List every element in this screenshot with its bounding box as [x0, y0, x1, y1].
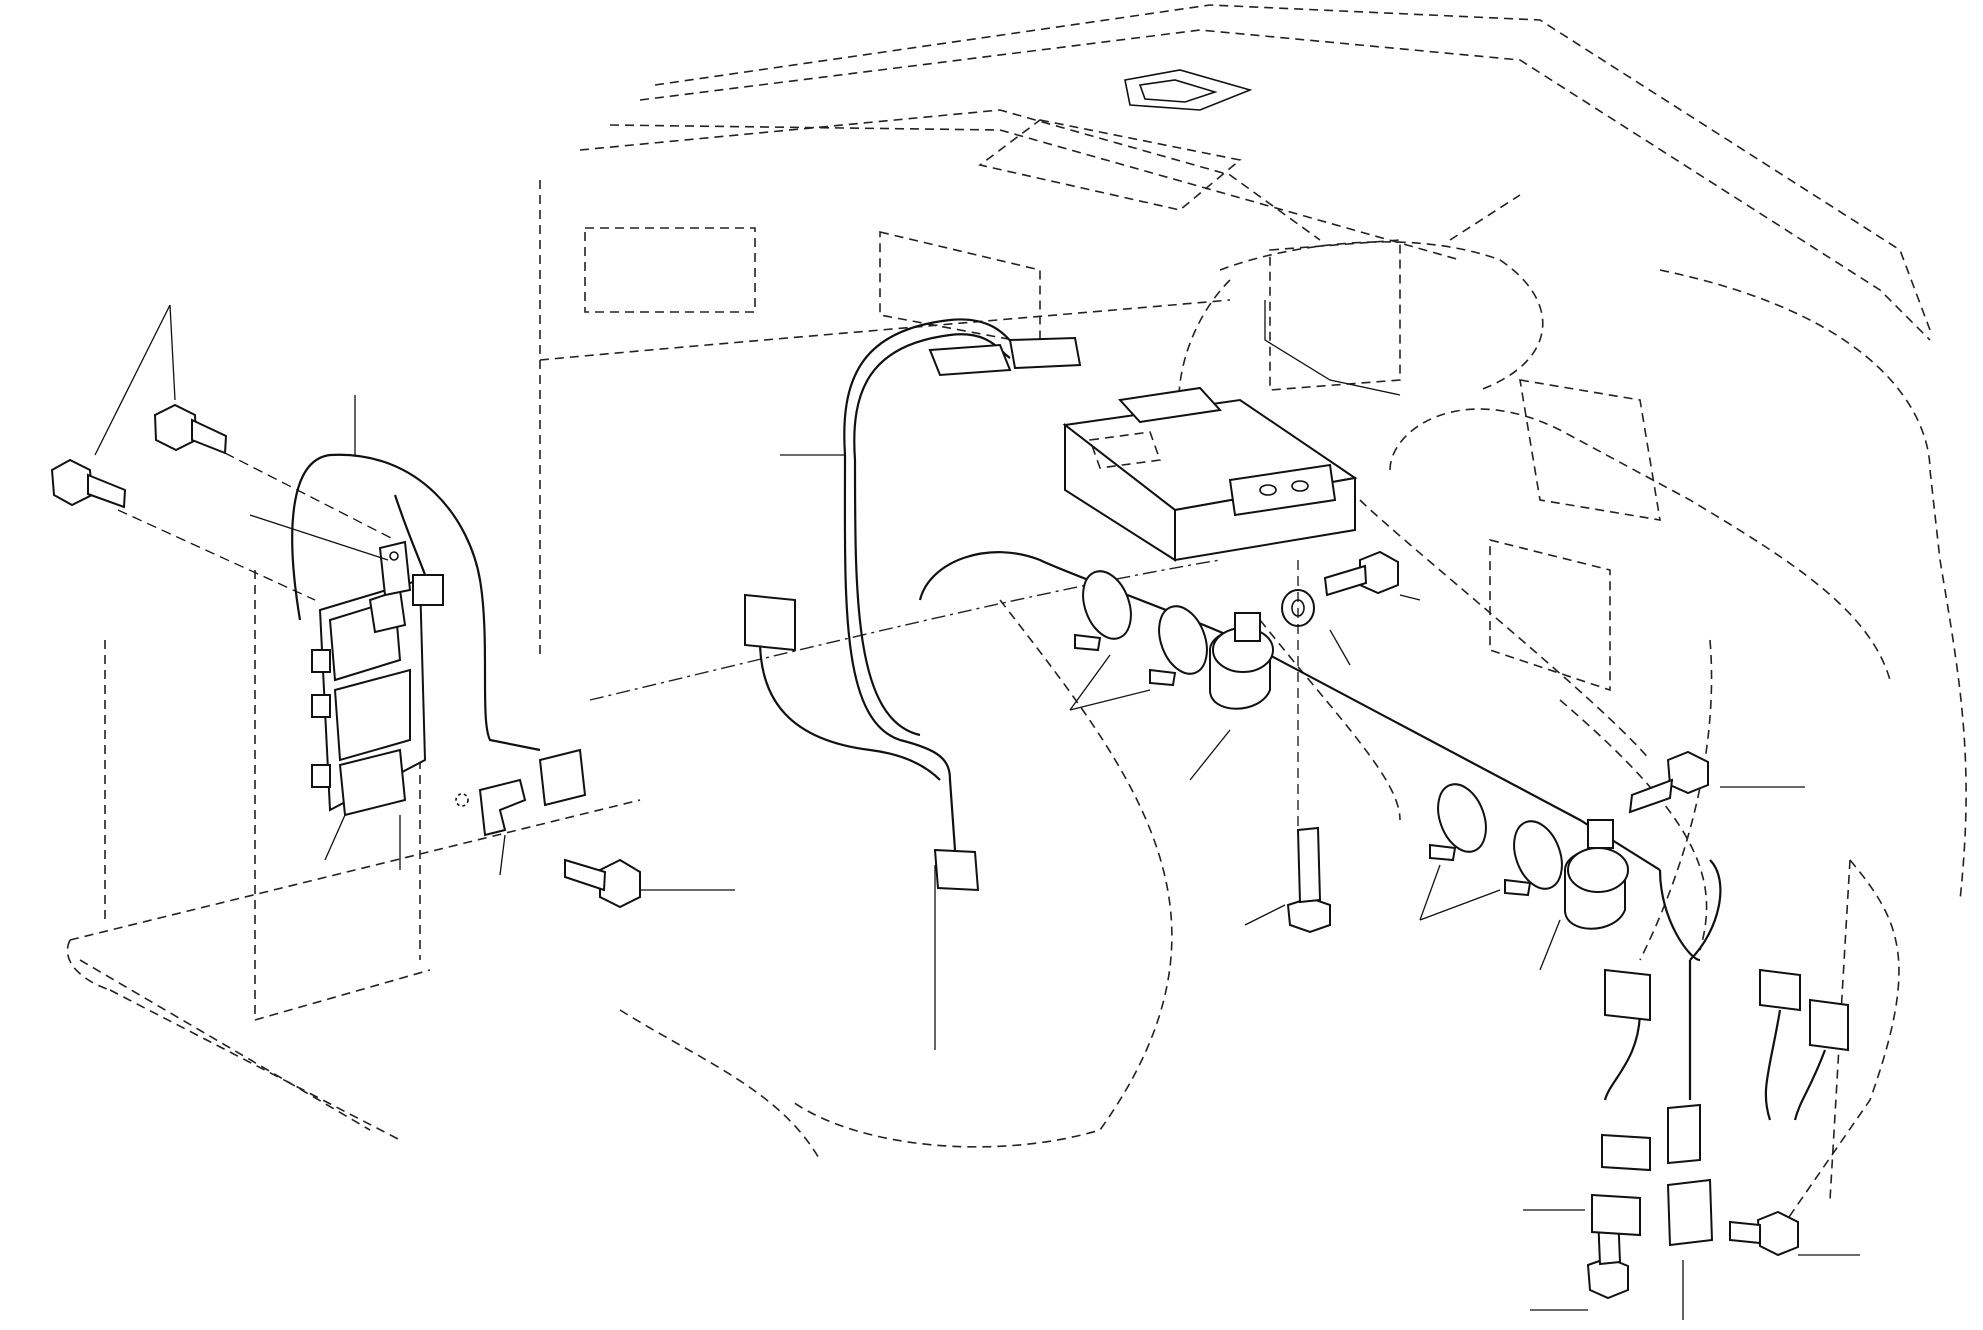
ferrite-core [1209, 612, 1629, 930]
hose-clamp [1074, 570, 1563, 897]
leader-lines [94, 300, 1860, 1320]
cab-body-outline [66, 4, 1967, 1231]
bolt [50, 403, 1799, 1300]
relay-assembly [291, 453, 587, 817]
mounting-bracket [455, 778, 527, 837]
connector [1591, 968, 1849, 1247]
control-unit [1062, 386, 1358, 562]
